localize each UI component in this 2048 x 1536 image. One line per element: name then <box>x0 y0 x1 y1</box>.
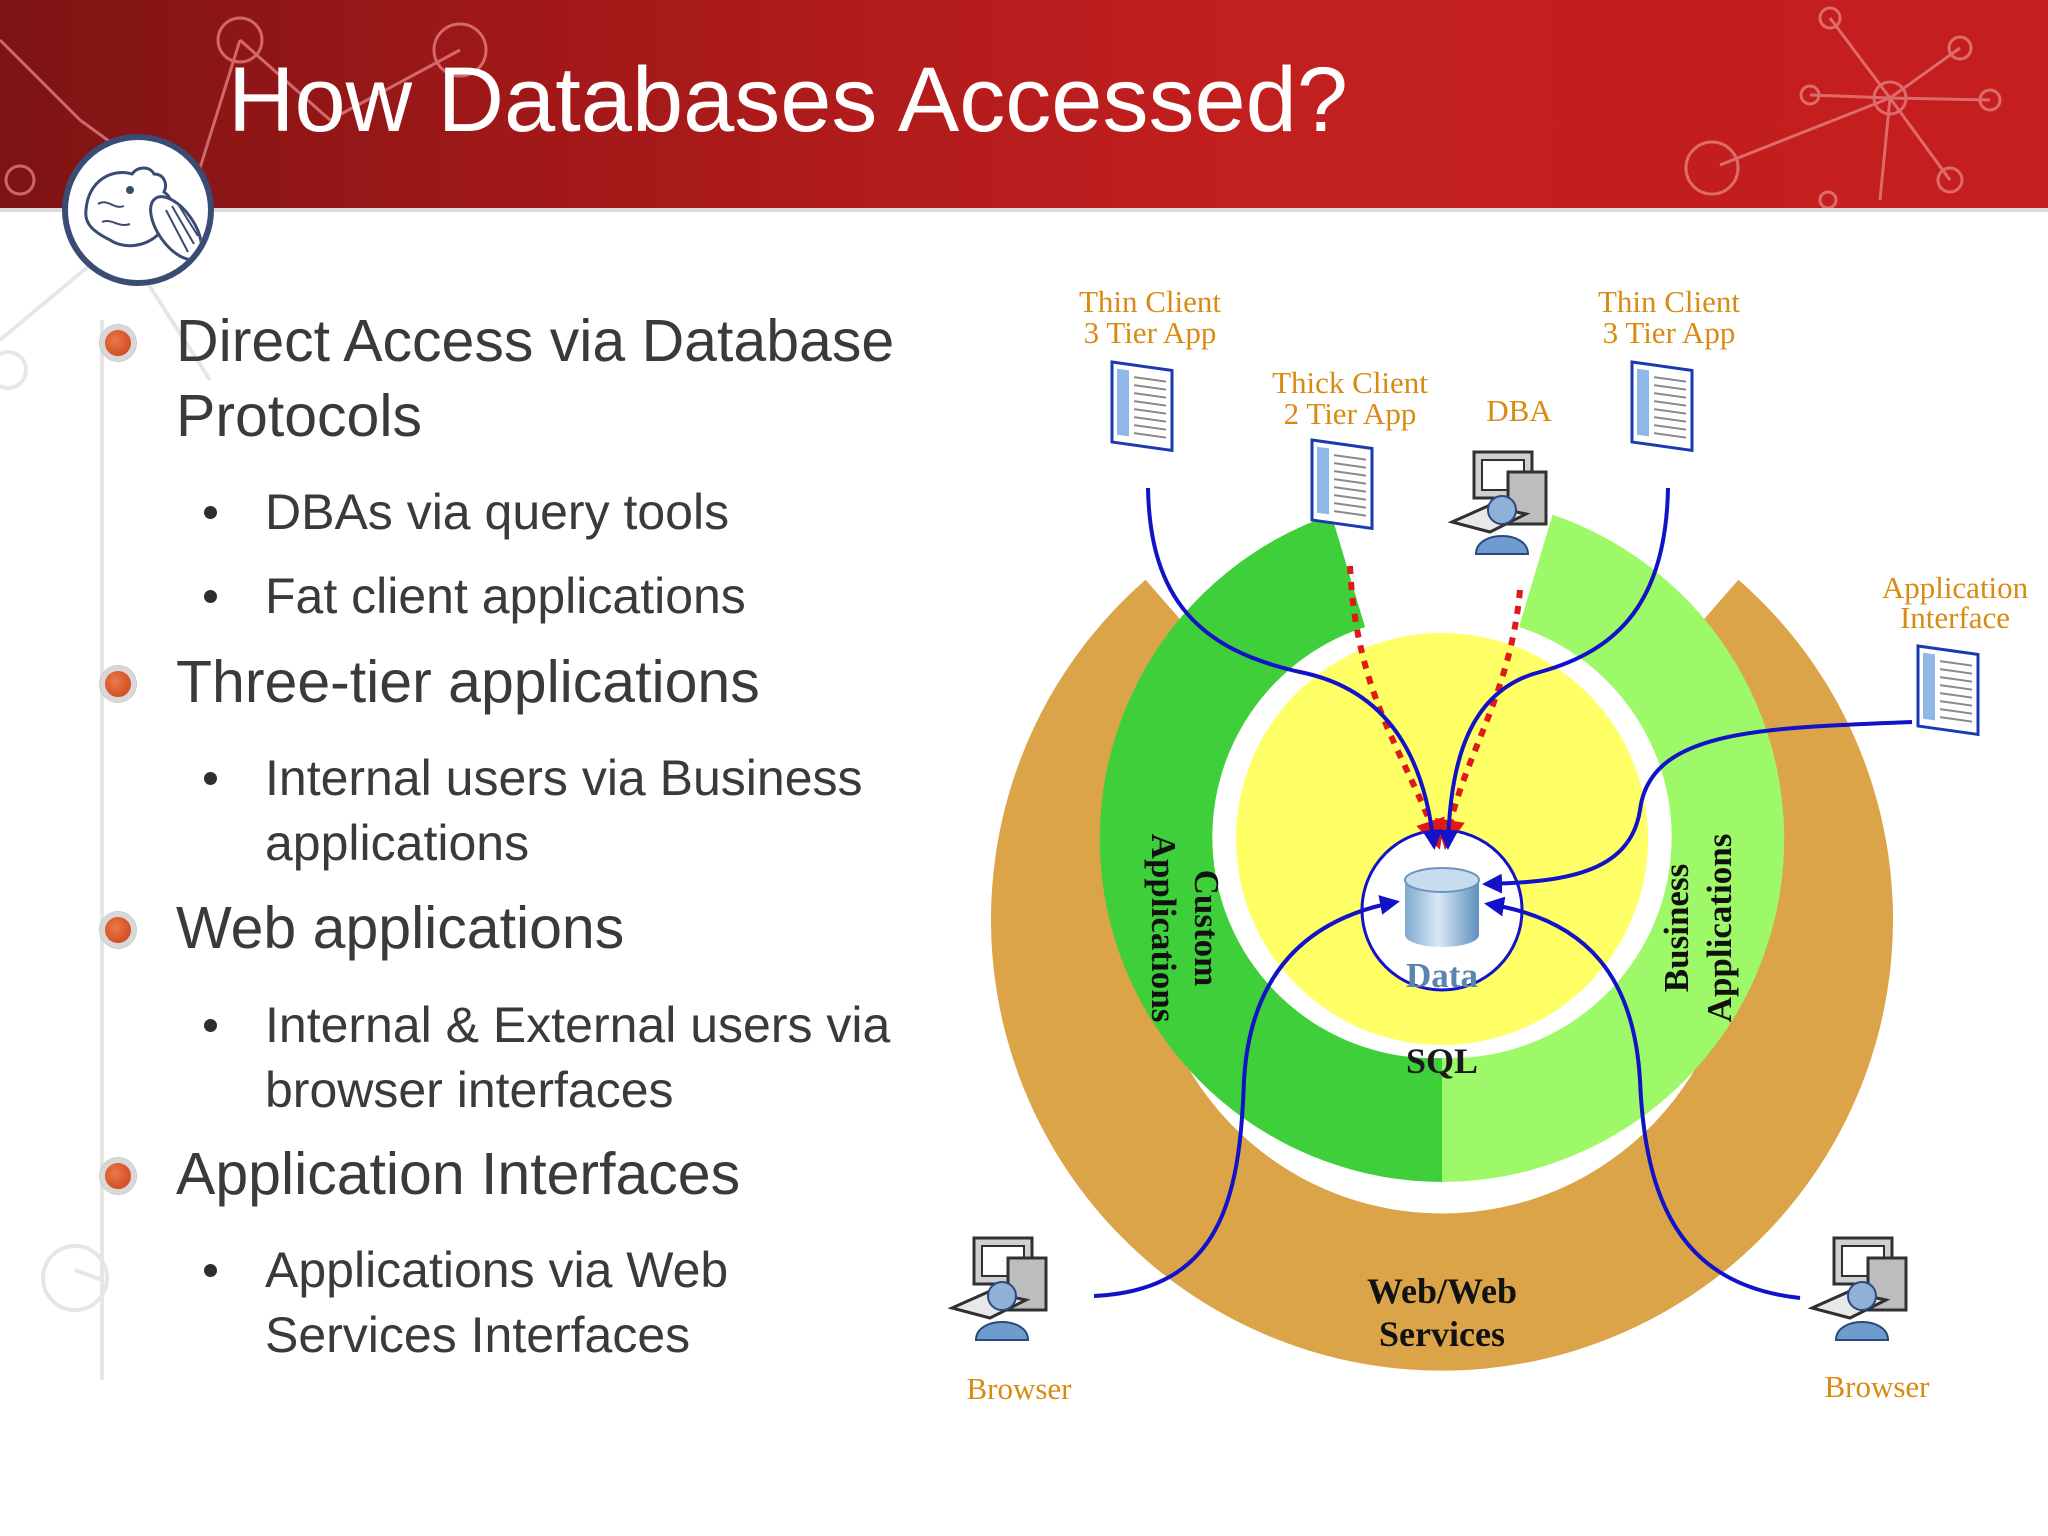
bullet-marker <box>100 1158 136 1194</box>
business-applications-ring <box>1442 514 1785 1182</box>
bullet-text: Protocols <box>176 383 422 449</box>
thin-client-left-arrow <box>1146 487 1443 850</box>
sub-bullet-marker <box>204 1019 217 1032</box>
dba-label: DBA <box>1486 393 1552 428</box>
thin-client-right-document-icon <box>1630 360 1694 452</box>
sub-bullet-text: Internal & External users via <box>265 997 891 1053</box>
thick-client-document-icon <box>1310 438 1374 530</box>
thin-client-right-label: 3 Tier App <box>1603 315 1736 350</box>
bullet-text: Web applications <box>176 895 625 961</box>
application-interface-arrow <box>1482 720 1913 894</box>
bullet-marker <box>100 912 136 948</box>
thick-client-label: Thick Client <box>1272 365 1428 400</box>
thin-client-right-label: Thin Client <box>1598 284 1740 319</box>
sub-bullet-text: Internal users via Business <box>265 750 863 806</box>
sub-bullet-text: Applications via Web <box>265 1242 729 1298</box>
application-interface-label: Interface <box>1900 600 2010 635</box>
dba-user-icon <box>1450 450 1548 556</box>
bullet-marker <box>100 325 136 361</box>
custom-applications-ring <box>1099 514 1442 1182</box>
application-interface-document-icon <box>1916 644 1980 736</box>
custom-applications-label: Custom <box>1187 870 1226 987</box>
browser-left-label: Browser <box>966 1371 1072 1406</box>
database-icon <box>1404 867 1480 947</box>
sub-bullet-text: applications <box>265 815 530 871</box>
sub-bullet-marker <box>204 506 217 519</box>
sub-bullet-marker <box>204 590 217 603</box>
web-services-label: Services <box>1379 1314 1505 1354</box>
bullet-text: Application Interfaces <box>176 1141 741 1207</box>
title-bar: How Databases Accessed? <box>0 0 2048 208</box>
logo <box>62 134 214 286</box>
sub-bullet-marker <box>204 1264 217 1277</box>
thick-client-label: 2 Tier App <box>1284 396 1417 431</box>
custom-applications-label: Applications <box>1144 834 1183 1023</box>
application-interface-label: Application <box>1882 570 2029 605</box>
thin-client-left-label: 3 Tier App <box>1084 315 1217 350</box>
slide-title: How Databases Accessed? <box>228 49 1348 151</box>
thin-client-right-arrow <box>1438 487 1670 850</box>
sub-bullet-text: Fat client applications <box>265 568 746 624</box>
logo-bird-icon <box>84 166 203 261</box>
bullet-list: Direct Access via Database Protocols DBA… <box>0 0 960 1536</box>
web-services-label: Web/Web <box>1367 1271 1517 1311</box>
browser-left-user-icon <box>950 1236 1048 1342</box>
bullet-text: Three-tier applications <box>176 649 760 715</box>
thin-client-left-document-icon <box>1110 360 1174 452</box>
browser-left-arrow <box>1093 895 1400 1298</box>
web-services-ring <box>990 579 1894 1371</box>
sub-bullet-text: browser interfaces <box>265 1062 674 1118</box>
sql-label: SQL <box>1406 1041 1478 1081</box>
database-access-diagram: Data SQL Custom Applications Business Ap… <box>950 284 2029 1406</box>
bullet-text: Direct Access via Database <box>176 308 895 374</box>
browser-right-label: Browser <box>1824 1369 1930 1404</box>
business-applications-label: Applications <box>1700 834 1739 1023</box>
title-underline <box>0 208 2048 212</box>
browser-right-arrow <box>1484 896 1801 1300</box>
thick-client-direct-arrow <box>1347 565 1445 850</box>
business-applications-label: Business <box>1657 864 1696 992</box>
sub-bullet-marker <box>204 772 217 785</box>
thin-client-left-label: Thin Client <box>1079 284 1221 319</box>
sub-bullet-text: DBAs via query tools <box>265 484 730 540</box>
sub-bullet-text: Services Interfaces <box>265 1307 691 1363</box>
bullet-marker <box>100 666 136 702</box>
data-label: Data <box>1406 956 1478 995</box>
browser-right-user-icon <box>1810 1236 1908 1342</box>
